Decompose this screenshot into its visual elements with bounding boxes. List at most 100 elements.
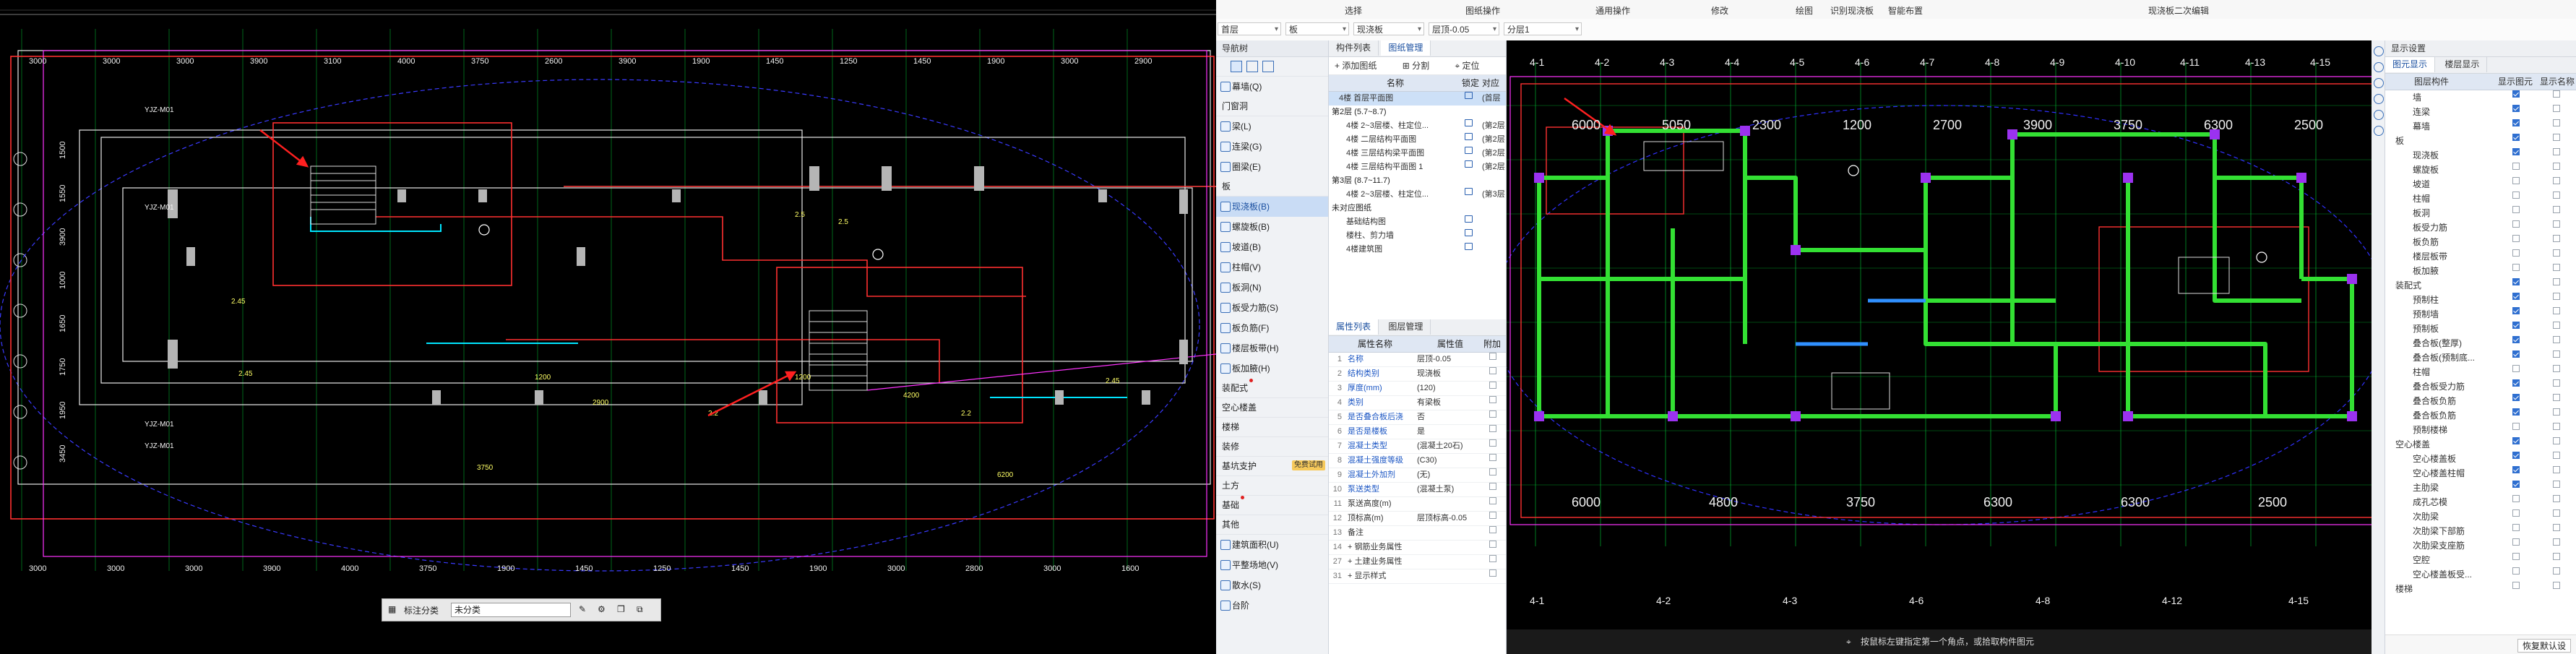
show-element-checkbox[interactable] (2512, 567, 2520, 575)
reset-default-button[interactable]: 恢复默认设 (2517, 639, 2571, 653)
display-row[interactable]: 楼梯 (2385, 582, 2576, 596)
ribbon-select[interactable]: 选择 (1345, 6, 1363, 16)
drawing-row[interactable]: 4楼 2~3层楼、柱定位...(第2层 (1329, 119, 1506, 133)
nav-group-20[interactable]: 土方 (1216, 476, 1328, 496)
display-row[interactable]: 坡道 (2385, 177, 2576, 192)
nav-group-5[interactable]: 板 (1216, 177, 1328, 197)
split-button[interactable]: ⊞ 分割 (1402, 61, 1430, 71)
show-name-checkbox[interactable] (2553, 177, 2560, 184)
edit-icon[interactable]: ✎ (579, 604, 587, 614)
drawing-row[interactable]: 基础结构图 (1329, 215, 1506, 229)
show-element-checkbox[interactable] (2512, 134, 2520, 141)
show-name-checkbox[interactable] (2553, 322, 2560, 329)
ribbon-common-ops[interactable]: 通用操作 (1595, 6, 1631, 16)
property-value[interactable]: 是 (1417, 427, 1425, 436)
drawing-row[interactable]: 4楼 二层结构平面图(第2层 (1329, 133, 1506, 147)
lock-icon[interactable] (1465, 119, 1473, 126)
show-name-checkbox[interactable] (2553, 394, 2560, 401)
orbit-icon[interactable] (2374, 46, 2384, 56)
display-row[interactable]: 现浇板 (2385, 148, 2576, 163)
show-element-checkbox[interactable] (2512, 119, 2520, 126)
display-row[interactable]: 叠合板负筋 (2385, 394, 2576, 408)
show-element-checkbox[interactable] (2512, 293, 2520, 300)
add-drawing-button[interactable]: + 添加图纸 (1335, 61, 1377, 71)
ribbon-identify-slab[interactable]: 识别现浇板 (1830, 6, 1874, 16)
nav-item-13[interactable]: 楼层板带(H) (1216, 338, 1328, 358)
attach-checkbox[interactable] (1489, 541, 1496, 548)
property-value[interactable]: (120) (1417, 384, 1436, 392)
layer-select[interactable]: 分层1 (1504, 22, 1582, 36)
display-row[interactable]: 主肋梁 (2385, 481, 2576, 495)
lock-icon[interactable] (1465, 229, 1473, 236)
display-row[interactable]: 螺旋板 (2385, 163, 2576, 177)
nav-item-23[interactable]: 建筑面积(U) (1216, 535, 1328, 555)
attach-checkbox[interactable] (1489, 367, 1496, 374)
show-name-checkbox[interactable] (2553, 452, 2560, 459)
display-row[interactable]: 幕墙 (2385, 119, 2576, 134)
grid-view-icon[interactable] (1246, 61, 1258, 72)
display-row[interactable]: 次肋梁支座筋 (2385, 538, 2576, 553)
property-value[interactable]: 现浇板 (1417, 369, 1441, 378)
show-name-checkbox[interactable] (2553, 538, 2560, 546)
show-name-checkbox[interactable] (2553, 134, 2560, 141)
show-name-checkbox[interactable] (2553, 192, 2560, 199)
display-row[interactable]: 板负筋 (2385, 235, 2576, 249)
display-row[interactable]: 墙 (2385, 90, 2576, 105)
show-name-checkbox[interactable] (2553, 423, 2560, 430)
display-row[interactable]: 次肋梁 (2385, 509, 2576, 524)
show-name-checkbox[interactable] (2553, 163, 2560, 170)
property-row[interactable]: 31+ 显示样式 (1329, 569, 1506, 584)
fit-icon[interactable] (2374, 94, 2384, 104)
attach-checkbox[interactable] (1489, 497, 1496, 504)
show-name-checkbox[interactable] (2553, 249, 2560, 257)
paste-icon[interactable]: ⧉ (637, 604, 643, 614)
annotation-category-toolbar[interactable]: ▦ 标注分类 未分类 ✎ ⚙ ❐ ⧉ (382, 598, 661, 621)
show-name-checkbox[interactable] (2553, 466, 2560, 473)
display-row[interactable]: 预制柱 (2385, 293, 2576, 307)
tab-layer-management[interactable]: 图层管理 (1381, 319, 1431, 335)
display-row[interactable]: 空心楼盖 (2385, 437, 2576, 452)
show-element-checkbox[interactable] (2512, 350, 2520, 358)
drawing-group-row[interactable]: 第3层 (8.7~11.7) (1329, 174, 1506, 188)
copy-icon[interactable]: ❐ (617, 604, 625, 614)
nav-item-24[interactable]: 平整场地(V) (1216, 555, 1328, 575)
show-element-checkbox[interactable] (2512, 524, 2520, 531)
show-element-checkbox[interactable] (2512, 509, 2520, 517)
floor-select[interactable]: 首层 (1218, 22, 1281, 36)
show-element-checkbox[interactable] (2512, 538, 2520, 546)
pan-icon[interactable] (2374, 62, 2384, 72)
show-name-checkbox[interactable] (2553, 567, 2560, 575)
show-name-checkbox[interactable] (2553, 582, 2560, 589)
nav-item-11[interactable]: 板受力筋(S) (1216, 298, 1328, 318)
show-element-checkbox[interactable] (2512, 582, 2520, 589)
ribbon-slab-edit[interactable]: 现浇板二次编辑 (2148, 6, 2210, 16)
nav-item-4[interactable]: 圈梁(E) (1216, 157, 1328, 177)
display-row[interactable]: 叠合板受力筋 (2385, 379, 2576, 394)
lock-icon[interactable] (1465, 147, 1473, 154)
show-element-checkbox[interactable] (2512, 553, 2520, 560)
display-row[interactable]: 连梁 (2385, 105, 2576, 119)
nav-item-14[interactable]: 板加腋(H) (1216, 358, 1328, 379)
tab-floor-display[interactable]: 楼层显示 (2437, 57, 2488, 72)
drawing-row[interactable]: 4楼 首层平面图(首层 (1329, 92, 1506, 106)
nav-group-18[interactable]: 装修 (1216, 437, 1328, 457)
nav-group-15[interactable]: 装配式 (1216, 379, 1328, 398)
show-name-checkbox[interactable] (2553, 350, 2560, 358)
show-name-checkbox[interactable] (2553, 437, 2560, 444)
show-name-checkbox[interactable] (2553, 235, 2560, 242)
list-view-icon[interactable] (1231, 61, 1242, 72)
property-value[interactable]: (混凝土泵) (1417, 485, 1455, 494)
show-name-checkbox[interactable] (2553, 119, 2560, 126)
show-element-checkbox[interactable] (2512, 249, 2520, 257)
display-row[interactable]: 次肋梁下部筋 (2385, 524, 2576, 538)
ribbon-modify[interactable]: 修改 (1711, 6, 1729, 16)
tab-drawing-management[interactable]: 图纸管理 (1381, 40, 1431, 56)
